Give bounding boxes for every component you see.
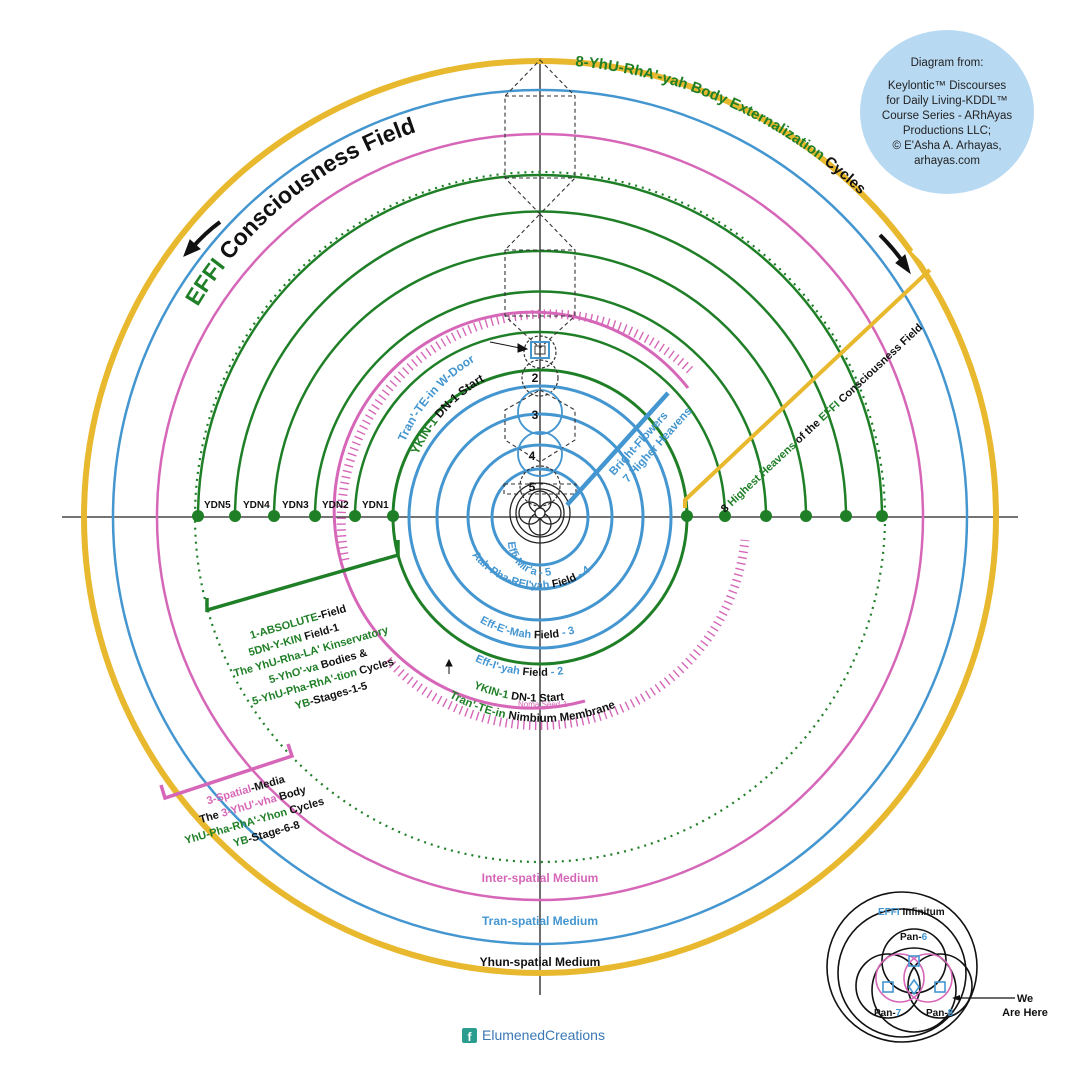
center-number-5: 5 xyxy=(529,480,536,494)
inset-title: EFFI Infinitum xyxy=(878,907,945,918)
ydn1-label: YDN1 xyxy=(362,500,389,511)
pink-membrane-hatch-arc-top xyxy=(336,309,694,561)
ydn4-label: YDN4 xyxy=(243,500,270,511)
ydn2-label: YDN2 xyxy=(322,500,349,511)
ydn5-label: YDN5 xyxy=(204,500,231,511)
absolute-field-bracket xyxy=(205,540,400,613)
green-arch-3 xyxy=(272,249,808,518)
effi-mira-label: Effi-Mir'a - 5 xyxy=(505,541,552,579)
effi-consciousness-field-title: EFFI Consciousness Field xyxy=(180,112,419,310)
footer-credit-link[interactable]: f ElumenedCreations xyxy=(462,1027,605,1043)
effi-infinitum-inset xyxy=(826,891,1015,1043)
eff-i-yah-label: Eff-I'-yah Field - 2 xyxy=(473,653,564,679)
center-seed xyxy=(509,482,571,544)
credit-line-7: arhayas.com xyxy=(914,154,980,167)
pink-interspatial-ring xyxy=(155,132,925,902)
direction-arrows xyxy=(183,220,911,674)
center-number-3: 3 xyxy=(532,408,539,422)
credit-line-5: Productions LLC; xyxy=(902,124,992,137)
spatial-media-label-block: 3-Spatial-Media The 3-YhU'-vha Body YhU-… xyxy=(183,773,325,849)
blue-transpatial-ring xyxy=(111,88,969,946)
highest-heavens-label: 8 Highest Heavens of the EFFI Consciousn… xyxy=(719,322,925,515)
credit-line-3: for Daily Living-KDDL™ xyxy=(886,94,1008,107)
center-column xyxy=(503,59,577,507)
blue-field-2-ring xyxy=(407,384,673,650)
inset-pan6: Pan-6 xyxy=(900,932,928,943)
inset-pan8: Pan-8 xyxy=(926,1008,954,1019)
tran-spatial-medium-label: Tran-spatial Medium xyxy=(482,914,598,928)
blue-field-3-ring xyxy=(435,412,645,622)
bright-flowers-line xyxy=(565,391,670,507)
credit-line-6: © E'Asha A. Arhayas, xyxy=(892,139,1002,152)
pink-membrane-hatch-arc-bottom xyxy=(384,539,750,730)
center-number-2: 2 xyxy=(532,371,539,385)
center-number-4: 4 xyxy=(529,449,536,463)
spatial-media-bracket xyxy=(159,743,295,801)
ydn3-label: YDN3 xyxy=(282,500,309,511)
green-arch-2 xyxy=(233,210,848,518)
inset-we-label: We xyxy=(1017,993,1033,1005)
footer-credit-text: ElumenedCreations xyxy=(482,1027,605,1043)
gold-outer-ring xyxy=(81,58,999,976)
inset-pan7: Pan-7 xyxy=(874,1008,902,1019)
credit-line-2: Keylontic™ Discourses xyxy=(887,79,1007,92)
noma-seed-label: Noma Seed-1 xyxy=(518,700,568,709)
green-nodes xyxy=(192,510,888,522)
credit-line-1: Diagram from: xyxy=(910,56,984,69)
blue-field-4-ring xyxy=(466,443,614,591)
externalization-cycles-title: 8-YhU-RhA'-yah Body Externalization Cycl… xyxy=(575,53,870,198)
green-arch-4 xyxy=(313,290,768,518)
pink-membrane-ring xyxy=(332,310,690,710)
facebook-icon: f xyxy=(462,1027,477,1043)
credit-line-4: Course Series - ARhAyas xyxy=(881,109,1013,122)
highest-heavens-gold-line xyxy=(683,263,937,508)
diagram-credit-badge: Diagram from: Keylontic™ Discourses for … xyxy=(860,30,1034,194)
yhun-spatial-medium-label: Yhun-spatial Medium xyxy=(480,955,601,969)
inter-spatial-medium-label: Inter-spatial Medium xyxy=(482,871,599,885)
green-arch-5 xyxy=(353,330,727,518)
inset-are-here-label: Are Here xyxy=(1002,1007,1048,1019)
gold-ring-gap-cover xyxy=(911,244,939,272)
blue-field-5-ring xyxy=(490,467,590,567)
